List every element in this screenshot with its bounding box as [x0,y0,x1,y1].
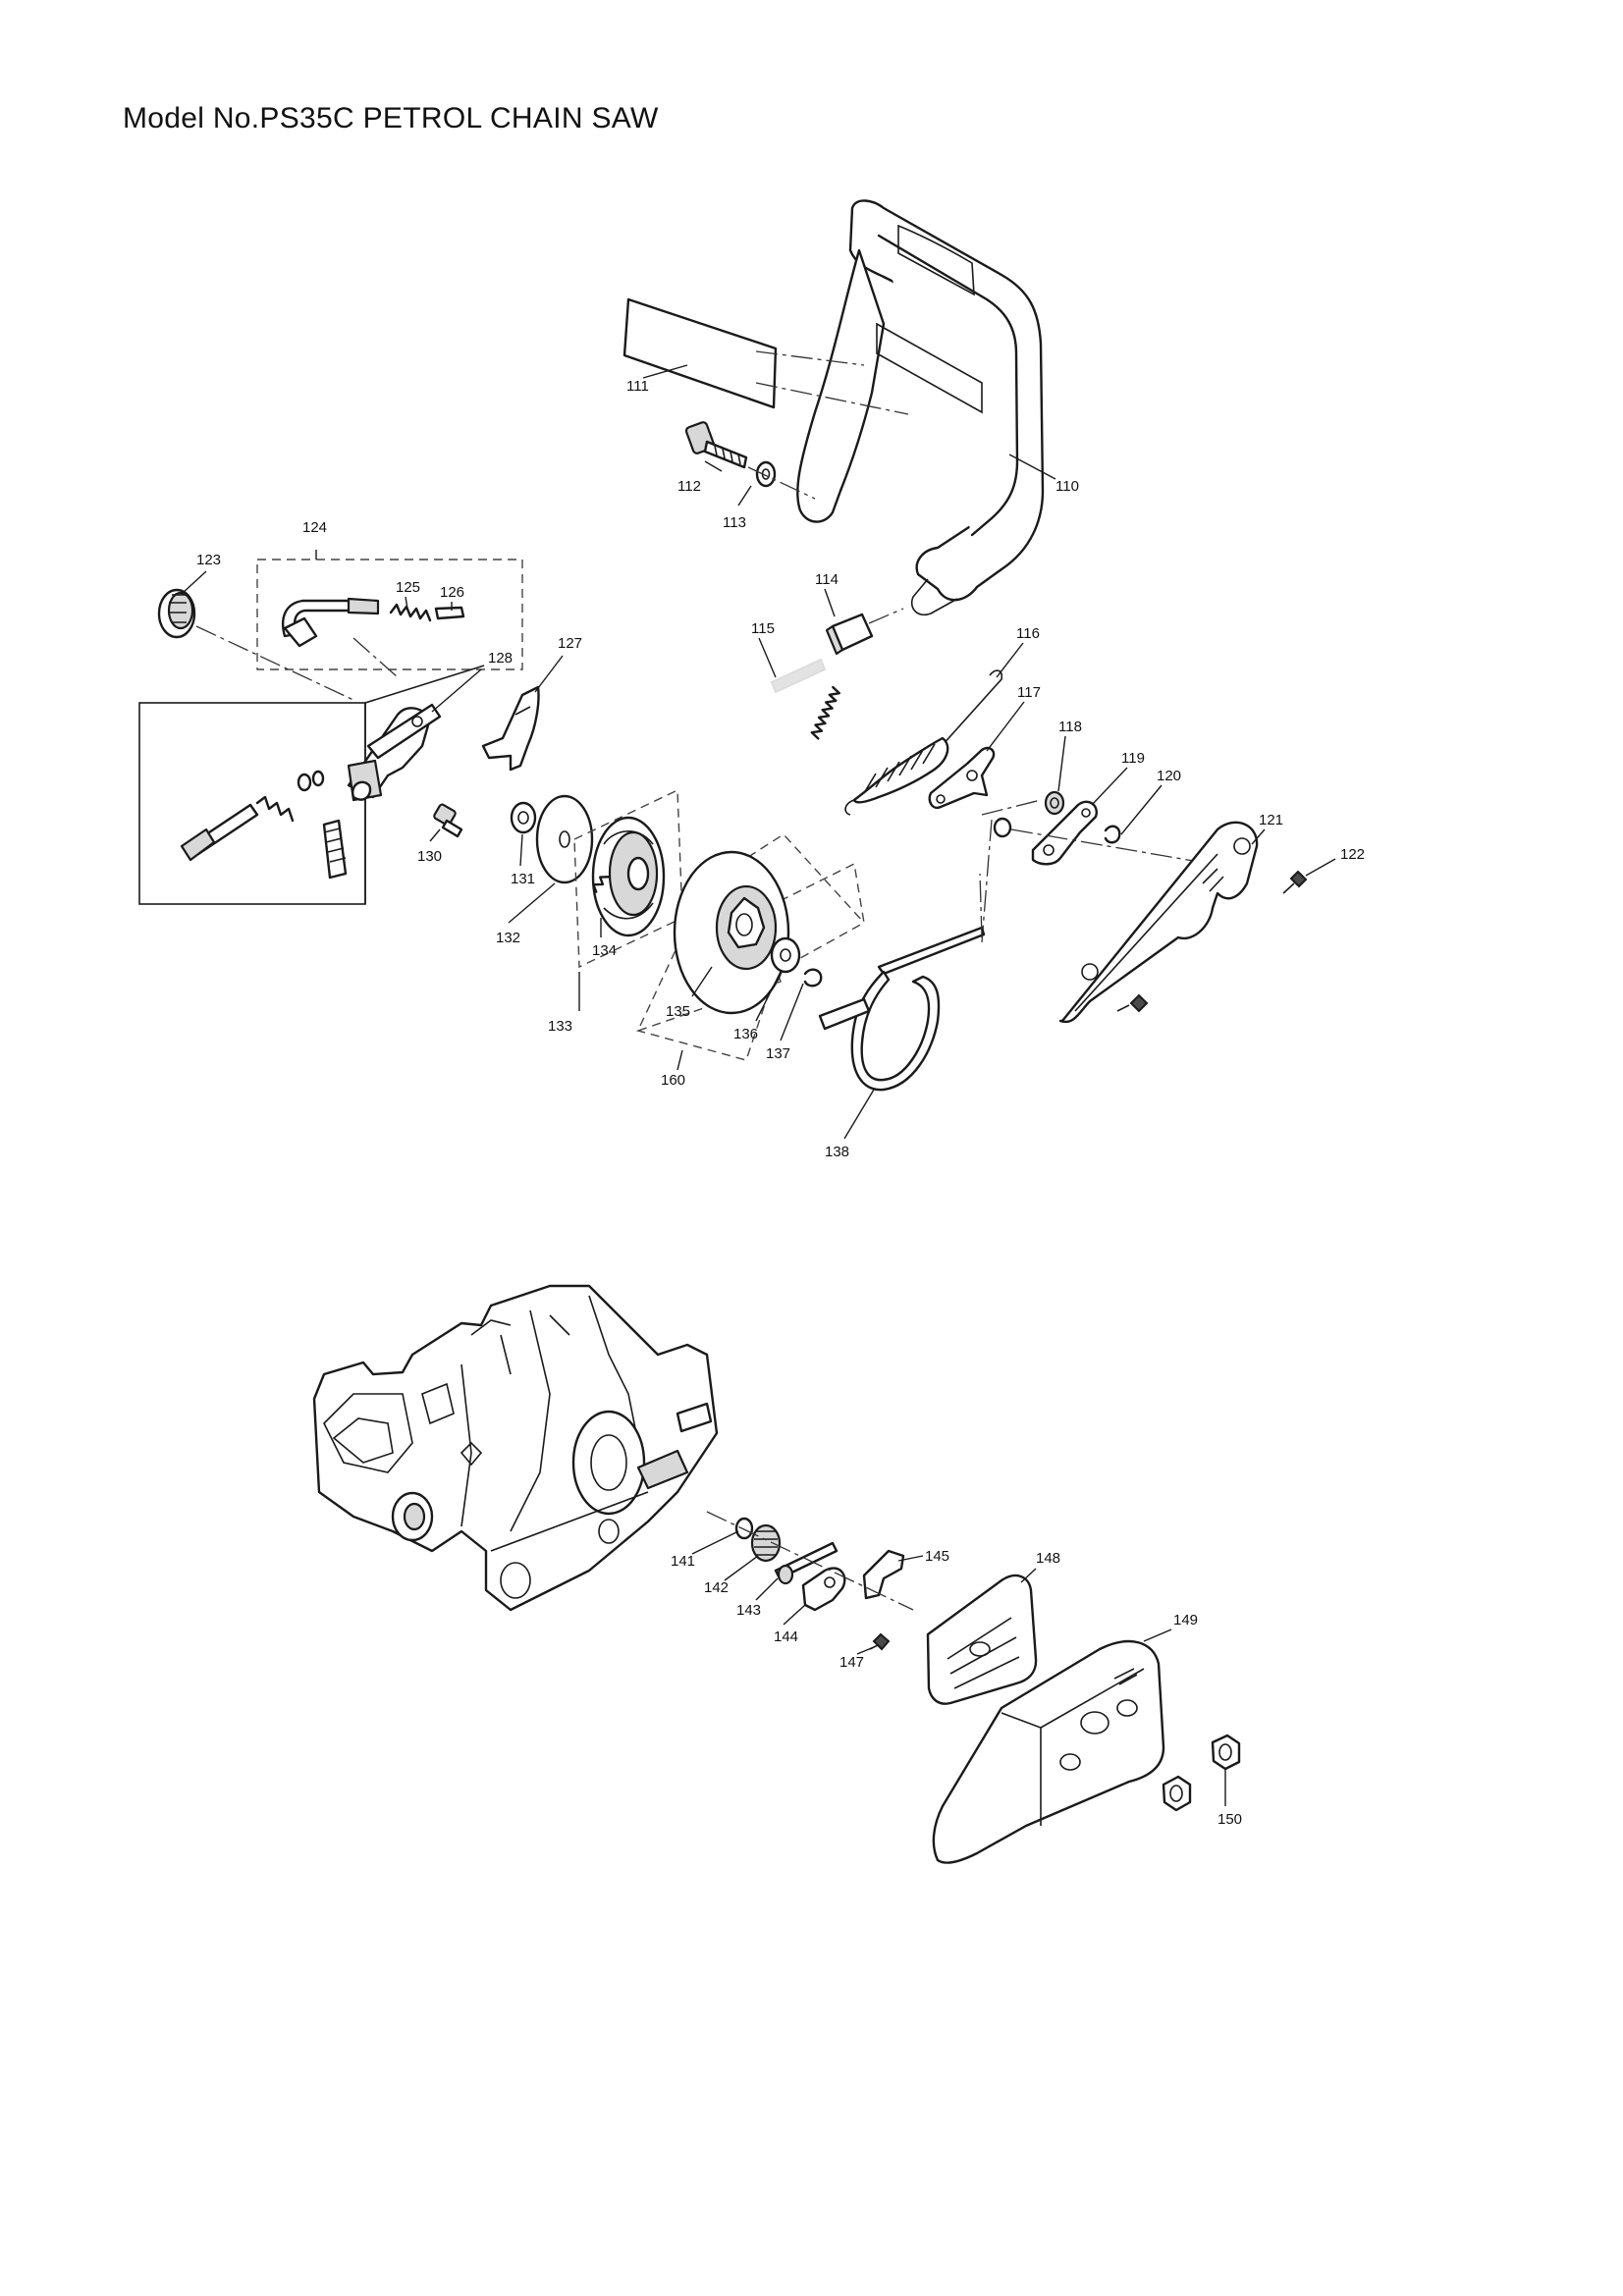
callout-115: 115 [751,620,775,637]
callout-113: 113 [723,514,746,531]
e-clip-part-120 [1104,825,1121,844]
oil-pump-part-128 [347,703,442,802]
washer-part-136 [770,936,801,974]
callout-126: 126 [440,584,464,601]
callout-136: 136 [733,1026,758,1042]
crankcase-body [312,1284,719,1612]
clutch-part-133 [591,816,666,937]
nut-part-150-second [1162,1775,1192,1812]
washer-part-131 [510,801,537,834]
callout-112: 112 [677,478,701,495]
oil-hose-part-124 [281,597,380,648]
callout-137: 137 [766,1045,790,1062]
guide-plate-part-148 [926,1574,1038,1705]
callout-111: 111 [626,378,649,395]
callout-150: 150 [1217,1811,1242,1828]
callout-138: 138 [825,1144,849,1160]
oil-tank-cap-part-123 [157,588,196,639]
guard-label-part-111 [622,297,778,409]
callout-145: 145 [925,1548,949,1565]
callout-141: 141 [671,1553,695,1570]
clutch-spring-part-134 [592,876,611,893]
leader-lines [181,364,1336,1806]
e-ring-part-137 [803,968,823,988]
collar-part-118 [1044,790,1065,816]
brake-spring-part-116 [844,669,1003,816]
callout-120: 120 [1157,768,1181,784]
worm-shaft [322,819,348,880]
callout-147: 147 [839,1654,864,1671]
callout-128: 128 [488,650,513,667]
screw-cover-lower [1116,993,1149,1013]
brake-cover-part-121 [1058,821,1259,1024]
callout-130: 130 [417,848,442,865]
pump-shaft-part-143 [774,1541,839,1585]
front-hand-guard-part-110 [796,199,1045,615]
callout-160: 160 [661,1072,685,1089]
pump-cover-part-145 [862,1549,905,1600]
callout-116: 116 [1016,625,1040,642]
callout-labels: 110 111 112 113 114 115 116 117 118 119 … [196,378,1365,1828]
callout-133: 133 [548,1018,572,1035]
pump-shaft [180,803,259,862]
clutch-drum-part-135 [673,850,790,1015]
callout-143: 143 [736,1602,761,1619]
callout-149: 149 [1173,1612,1198,1629]
callout-135: 135 [666,1003,690,1020]
callout-125: 125 [396,579,420,596]
callout-134: 134 [592,942,617,959]
brake-band-part-138 [818,926,986,1092]
o-ring-part-141 [734,1517,754,1540]
callout-123: 123 [196,552,221,568]
damper-block-part-114 [825,613,874,656]
pin-part-126 [434,606,465,620]
screw-part-122 [1282,870,1308,894]
bracket-part-127 [481,685,540,772]
callout-122: 122 [1340,846,1365,863]
spring-part-125 [389,603,432,622]
worm-gear-part-142 [750,1523,782,1563]
callout-114: 114 [815,571,839,588]
plate-washer-part-132 [535,794,594,884]
callout-127: 127 [558,635,582,652]
spring-part-115 [770,658,841,740]
page-title: Model No.PS35C PETROL CHAIN SAW [123,102,659,134]
screw-part-112 [684,421,748,469]
pump-plunger-spring [255,770,325,823]
screw-part-130 [433,803,463,838]
callout-117: 117 [1017,684,1041,701]
callout-144: 144 [774,1629,798,1645]
bushing-part-small [993,817,1012,838]
callout-131: 131 [511,871,535,887]
washer-part-113 [755,460,777,488]
callout-121: 121 [1259,812,1283,828]
callout-148: 148 [1036,1550,1060,1567]
nut-part-150 [1211,1734,1241,1771]
plate-part-119 [1031,800,1098,866]
callout-142: 142 [704,1579,729,1596]
callout-132: 132 [496,930,520,946]
callout-110: 110 [1055,478,1079,495]
sprocket-cover-part-149 [932,1639,1165,1864]
callout-119: 119 [1121,750,1145,767]
brake-lever-part-117 [928,746,996,810]
callout-118: 118 [1058,719,1082,735]
callout-124: 124 [302,519,327,536]
